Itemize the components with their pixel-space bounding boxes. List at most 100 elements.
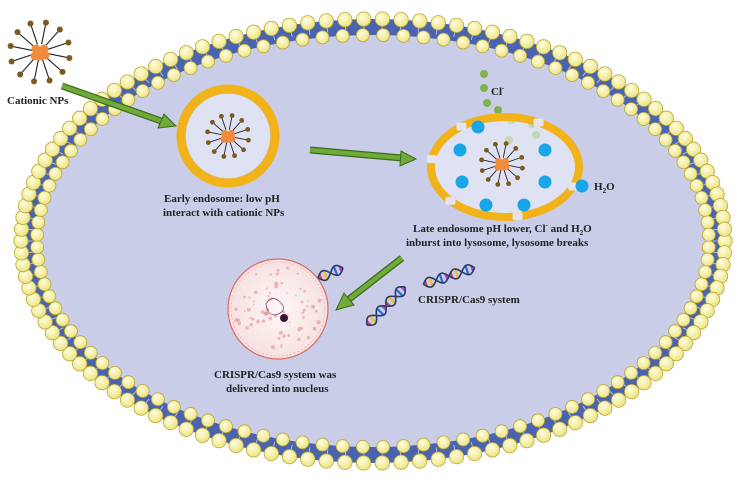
lipid-head xyxy=(183,61,198,75)
lipid-head xyxy=(683,301,698,316)
lipid-head xyxy=(30,227,45,242)
lipid-head xyxy=(683,166,698,181)
lipid-head xyxy=(33,265,48,279)
ligand-tip xyxy=(27,20,34,27)
ligand-tip xyxy=(245,137,251,143)
late-endosome-line2: inburst into lysosome, lysosome breaks xyxy=(406,237,589,249)
lipid-head xyxy=(201,413,215,428)
ligand-arm xyxy=(33,59,39,82)
water-droplet xyxy=(538,143,552,157)
lipid-head xyxy=(374,455,390,471)
chromatin-speck xyxy=(251,317,255,321)
lipid-head xyxy=(53,335,69,351)
lipid-head xyxy=(263,445,279,462)
lipid-head xyxy=(596,384,611,398)
lipid-head xyxy=(83,122,98,137)
ligand-tip xyxy=(515,175,520,181)
lipid-head xyxy=(648,122,663,137)
lipid-head xyxy=(73,335,88,350)
lipid-head xyxy=(337,454,353,470)
lipid-head xyxy=(62,120,78,136)
lipid-head xyxy=(698,203,713,217)
ligand-arm xyxy=(47,41,69,50)
lipid-head xyxy=(55,155,70,170)
dna-helix-icon xyxy=(422,263,476,289)
lipid-head xyxy=(300,15,316,31)
lipid-head xyxy=(166,400,181,414)
np-core xyxy=(220,135,228,143)
lipid-head xyxy=(467,445,483,462)
ligand-tip xyxy=(218,113,224,119)
lipid-head xyxy=(55,312,70,327)
lipid-head xyxy=(211,433,227,449)
lipid-head xyxy=(107,365,122,380)
lipid-head xyxy=(219,48,233,63)
lipid-head xyxy=(689,289,704,304)
dna-strand xyxy=(422,267,476,285)
lipid-head xyxy=(335,28,350,43)
ring-pore xyxy=(512,212,523,221)
ligand-tip xyxy=(232,153,238,159)
chromatin-speck xyxy=(306,305,309,308)
chromatin-speck xyxy=(267,294,270,297)
lipid-head xyxy=(597,66,613,82)
water-droplet xyxy=(479,198,493,212)
chromatin-speck xyxy=(234,307,238,312)
lipid-head xyxy=(263,20,279,37)
ligand-tip xyxy=(221,153,227,159)
lipid-head xyxy=(610,92,625,107)
lipid-head xyxy=(44,325,61,341)
lipid-head xyxy=(700,215,715,230)
lipid-head xyxy=(624,365,639,380)
chromatin-speck xyxy=(317,298,322,303)
lipid-head xyxy=(393,12,409,28)
lipid-head xyxy=(376,440,391,454)
lipid-head xyxy=(281,17,298,33)
water-droplet xyxy=(471,120,485,134)
lipid-head xyxy=(31,252,46,267)
lipid-head xyxy=(610,74,627,90)
lipid-head xyxy=(150,392,165,407)
chromatin-strand xyxy=(265,298,284,316)
lipid-head xyxy=(135,384,150,398)
lipid-head xyxy=(658,356,674,372)
ligand-arm xyxy=(41,22,47,45)
ligand-arm xyxy=(234,136,249,141)
chloride-label: Cl- xyxy=(491,84,505,98)
ligand-tip xyxy=(56,26,63,33)
ring-pore xyxy=(445,196,456,205)
ligand-arm xyxy=(486,149,498,161)
chromatin-speck xyxy=(285,292,288,295)
lipid-head xyxy=(148,58,164,74)
base-pair xyxy=(368,315,377,324)
chromatin-speck xyxy=(279,330,283,335)
lipid-head xyxy=(448,17,465,33)
ligand-tip xyxy=(211,149,217,154)
chromatin-speck xyxy=(300,300,304,304)
water-droplet xyxy=(455,175,469,189)
lipid-head xyxy=(647,101,664,117)
lipid-head xyxy=(275,35,290,50)
lipid-head xyxy=(519,433,535,449)
lipid-head xyxy=(119,74,136,90)
lipid-head xyxy=(677,131,693,147)
ligand-arm xyxy=(19,57,36,75)
lipid-head xyxy=(624,82,640,99)
lipid-head xyxy=(436,435,451,450)
chromatin-speck xyxy=(280,343,283,346)
lipid-head xyxy=(178,421,194,437)
ligand-arm xyxy=(497,170,502,185)
early-endosome-line2: interact with cationic NPs xyxy=(163,207,285,219)
lipid-head xyxy=(581,392,596,407)
chromatin-speck xyxy=(301,316,305,319)
lipid-head xyxy=(701,227,716,242)
lipid-head xyxy=(150,75,165,90)
lipid-head xyxy=(376,28,391,42)
chromatin-speck xyxy=(244,310,247,312)
lipid-head xyxy=(693,314,709,330)
lipid-head xyxy=(396,439,411,454)
chromatin-speck xyxy=(252,303,255,306)
ligand-tip xyxy=(65,39,72,46)
ligand-arm xyxy=(505,148,517,160)
ligand-arm xyxy=(10,45,33,51)
